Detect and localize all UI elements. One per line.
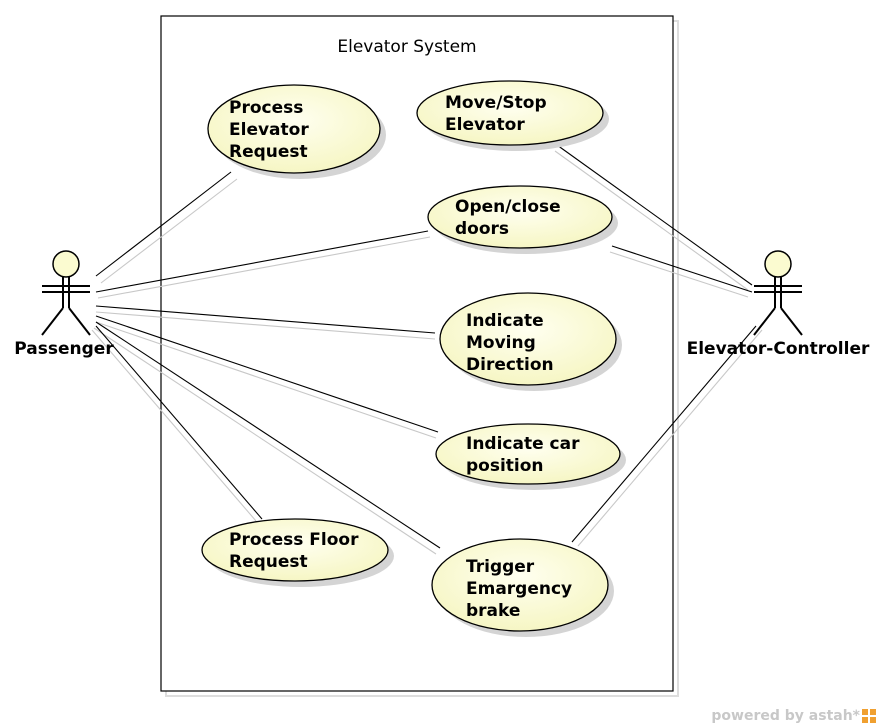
use-case-label: Indicate car [466, 434, 580, 454]
use-case-label: Elevator [445, 115, 525, 135]
use-case-label: Direction [466, 355, 554, 375]
associations [91, 144, 763, 555]
assoc-controller-move-stop-elevator [554, 144, 753, 291]
system-title: Elevator System [337, 37, 476, 57]
actor-label-passenger: Passenger [14, 339, 114, 359]
assoc-passenger-open-close-doors [95, 230, 431, 299]
use-case-label: Trigger [466, 557, 535, 577]
use-case-label: Elevator [229, 120, 309, 140]
use-case-process-floor-request[interactable]: Process Floor Request [201, 518, 394, 587]
assoc-passenger-process-floor-request [91, 325, 263, 522]
use-case-label: Move/Stop [445, 93, 547, 113]
use-case-label: Moving [466, 333, 536, 353]
use-case-open-close-doors[interactable]: Open/close doors [427, 185, 618, 254]
actor-passenger[interactable]: Passenger [14, 250, 114, 359]
assoc-passenger-indicate-car-position [95, 315, 439, 439]
use-case-label: Open/close [455, 197, 561, 217]
assoc-controller-open-close-doors [609, 245, 753, 298]
actor-elevator-controller[interactable]: Elevator-Controller [687, 250, 870, 359]
use-case-label: Emargency [466, 579, 572, 599]
use-case-label: Request [229, 552, 308, 572]
use-case-label: doors [455, 219, 509, 239]
use-case-trigger-emergency-brake[interactable]: Trigger Emargency brake [431, 538, 614, 637]
assoc-passenger-process-elevator-request [95, 171, 238, 284]
assoc-controller-trigger-emergency-brake [571, 325, 763, 547]
assoc-passenger-trigger-emergency-brake [93, 321, 441, 555]
use-case-indicate-moving-direction[interactable]: Indicate Moving Direction [439, 292, 622, 391]
astah-logo-icon [862, 709, 876, 723]
use-case-process-elevator-request[interactable]: Process Elevator Request [207, 84, 386, 179]
footer-branding: powered by astah* [711, 708, 876, 724]
use-case-label: position [466, 456, 544, 476]
use-case-label: Process [229, 98, 303, 118]
footer-text: powered by astah* [711, 708, 860, 724]
use-case-label: Indicate [466, 311, 544, 331]
use-case-indicate-car-position[interactable]: Indicate car position [435, 423, 626, 490]
assoc-passenger-indicate-moving-direction [95, 305, 436, 340]
stick-figure-icon [41, 250, 91, 336]
stick-figure-icon [753, 250, 803, 336]
use-case-label: brake [466, 601, 520, 621]
actor-label-elevator-controller: Elevator-Controller [687, 339, 870, 359]
use-case-label: Process Floor [229, 530, 359, 550]
use-case-label: Request [229, 142, 308, 162]
use-case-move-stop-elevator[interactable]: Move/Stop Elevator [416, 80, 609, 151]
